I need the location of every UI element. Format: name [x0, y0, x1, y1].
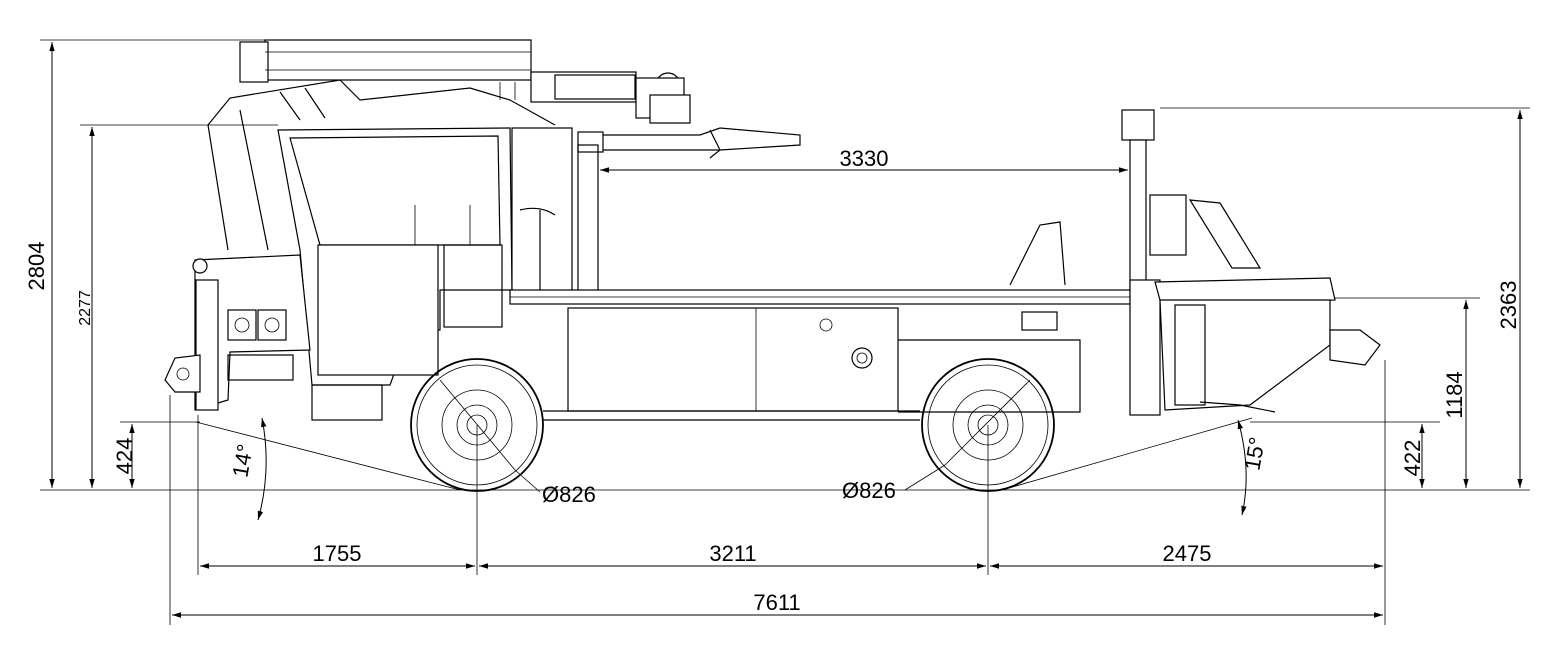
front-wheel-diameter-label: Ø826	[542, 482, 596, 507]
approach-angle-label: 14°	[227, 442, 257, 479]
front-bumper	[164, 254, 311, 411]
rear-clearance-label: 422	[1400, 440, 1425, 477]
front-overhang-label: 1755	[313, 541, 362, 566]
rear-mast	[1121, 109, 1381, 416]
dimension-lines	[40, 39, 1530, 625]
rear-height-label: 2363	[1496, 281, 1521, 330]
platform-deck	[509, 221, 1131, 413]
front-clearance-label: 424	[112, 438, 137, 475]
pump-height-label: 1184	[1442, 371, 1467, 418]
overall-length-label: 7611	[753, 590, 800, 615]
platform-length-label: 3330	[840, 146, 889, 171]
vehicle-outline	[164, 39, 1381, 492]
rear-overhang-label: 2475	[1163, 541, 1212, 566]
departure-angle-label: 15°	[1239, 435, 1269, 472]
overall-height-label: 2804	[24, 242, 49, 291]
cab-height-label: 2277	[77, 290, 94, 326]
cab	[277, 127, 599, 421]
rear-wheel-diameter-label: Ø826	[842, 478, 896, 503]
wheelbase-label: 3211	[709, 541, 756, 566]
crane-boom	[207, 39, 801, 251]
